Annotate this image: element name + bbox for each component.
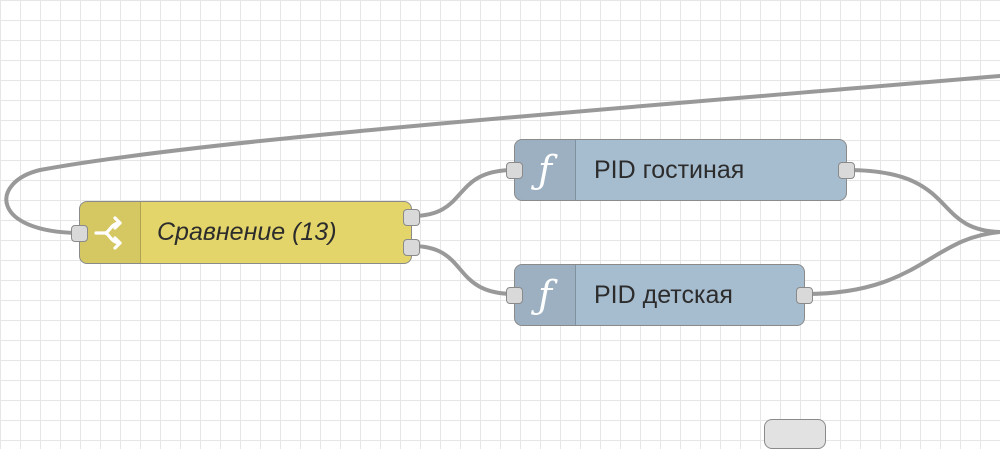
function-icon: ƒ xyxy=(537,148,553,192)
switch-output-port-2[interactable] xyxy=(403,239,420,256)
switch-node[interactable]: Сравнение (13) xyxy=(71,201,420,264)
pid-kids-output-port[interactable] xyxy=(796,287,813,304)
switch-input-port[interactable] xyxy=(71,225,88,242)
wire-pid-living-out[interactable] xyxy=(845,168,1000,234)
wires-layer xyxy=(4,74,1000,296)
pid-living-label: PID гостиная xyxy=(594,155,745,184)
pid-living-input-port[interactable] xyxy=(506,162,523,179)
switch-icon xyxy=(94,215,122,250)
pid-kids-node[interactable]: ƒ PID детская xyxy=(506,264,813,326)
pid-kids-icon-area: ƒ xyxy=(515,265,576,325)
pid-living-node[interactable]: ƒ PID гостиная xyxy=(506,139,855,201)
wire-switch-to-pid-kids[interactable] xyxy=(410,244,516,296)
switch-node-label: Сравнение (13) xyxy=(157,218,337,246)
function-icon: ƒ xyxy=(537,273,553,317)
switch-icon-area xyxy=(80,202,141,263)
wire-loop-to-switch[interactable] xyxy=(4,74,1000,235)
wire-switch-to-pid-living[interactable] xyxy=(410,168,516,218)
pid-living-icon-area: ƒ xyxy=(515,140,576,200)
pid-living-output-port[interactable] xyxy=(838,162,855,179)
partial-node[interactable] xyxy=(764,419,826,449)
pid-kids-input-port[interactable] xyxy=(506,287,523,304)
pid-kids-label: PID детская xyxy=(594,280,733,309)
switch-output-port-1[interactable] xyxy=(403,209,420,226)
wire-pid-kids-out[interactable] xyxy=(803,230,1000,296)
